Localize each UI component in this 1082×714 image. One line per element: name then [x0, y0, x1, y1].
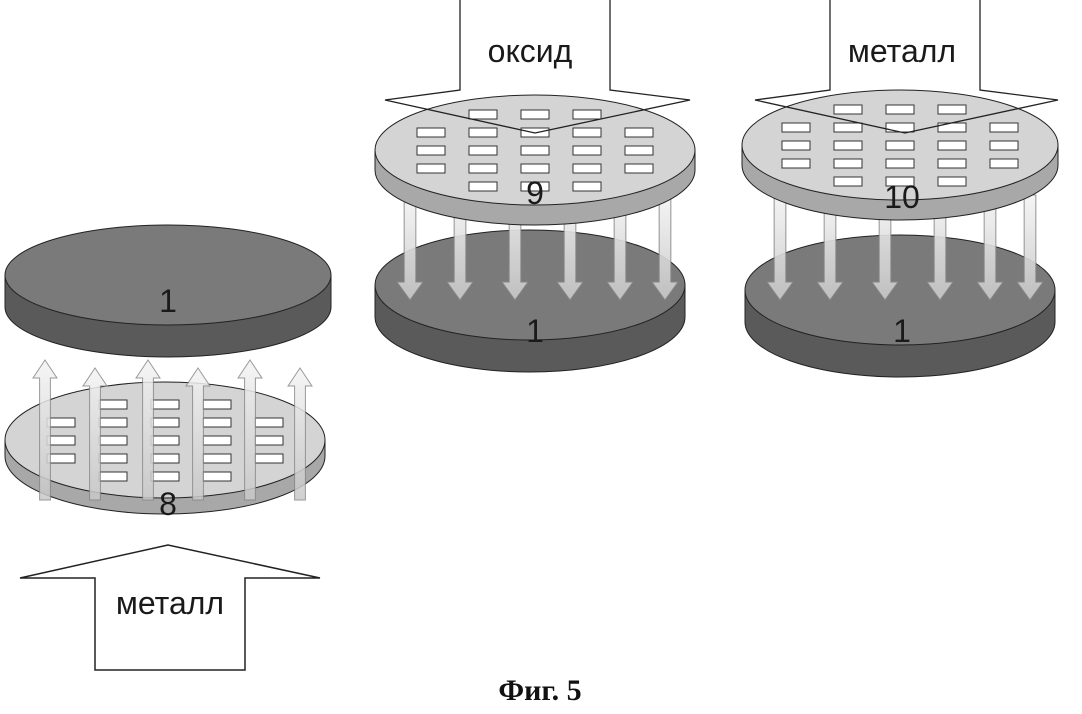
mask-9-hole	[417, 164, 445, 173]
right-mask-label: 10	[884, 179, 920, 215]
mask-8-hole	[151, 436, 179, 445]
mask-8-hole	[151, 472, 179, 481]
mask-8-hole	[47, 454, 75, 463]
mask-9-hole	[573, 182, 601, 191]
mask-10-hole	[990, 141, 1018, 150]
mask-10-hole	[886, 105, 914, 114]
left-mask-label: 8	[159, 486, 177, 522]
down-flux-arrow	[652, 195, 678, 300]
mask-8-hole	[99, 472, 127, 481]
mask-10-hole	[938, 105, 966, 114]
mask-8-hole	[99, 454, 127, 463]
right-source-label: металл	[848, 33, 956, 69]
mask-8-hole	[151, 400, 179, 409]
mask-8-hole	[99, 418, 127, 427]
middle-source-label: оксид	[488, 33, 573, 69]
mask-10-hole	[834, 123, 862, 132]
mask-9-hole	[625, 164, 653, 173]
mask-9-hole	[469, 164, 497, 173]
down-flux-arrow	[1017, 195, 1043, 300]
mask-8-hole	[99, 436, 127, 445]
mask-9-hole	[521, 110, 549, 119]
mask-10-hole	[886, 159, 914, 168]
mask-10-hole	[834, 105, 862, 114]
mask-10-hole	[990, 123, 1018, 132]
mask-9-hole	[417, 146, 445, 155]
mask-10-hole	[938, 177, 966, 186]
mask-10-hole	[834, 177, 862, 186]
mask-9-hole	[625, 128, 653, 137]
right-substrate-label: 1	[893, 313, 911, 349]
mask-9-hole	[573, 164, 601, 173]
mask-8-hole	[203, 418, 231, 427]
mask-10-hole	[938, 159, 966, 168]
mask-9-hole	[573, 128, 601, 137]
mask-10-hole	[782, 141, 810, 150]
mask-10-hole	[834, 141, 862, 150]
mask-8-hole	[255, 454, 283, 463]
mask-8-hole	[151, 454, 179, 463]
mask-8-hole	[255, 418, 283, 427]
left-source-label: металл	[116, 585, 224, 621]
mask-10-hole	[782, 159, 810, 168]
middle-mask-label: 9	[526, 175, 544, 211]
mask-9-hole	[573, 110, 601, 119]
mask-10-hole	[886, 141, 914, 150]
mask-8-hole	[203, 472, 231, 481]
mask-9-hole	[469, 128, 497, 137]
mask-10-hole	[886, 123, 914, 132]
mask-8-hole	[47, 436, 75, 445]
mask-9-hole	[469, 110, 497, 119]
mask-9-hole	[573, 146, 601, 155]
mask-10-hole	[938, 141, 966, 150]
mask-9-hole	[625, 146, 653, 155]
down-flux-arrow	[767, 195, 793, 300]
mask-9-hole	[521, 164, 549, 173]
mask-9-hole	[417, 128, 445, 137]
mask-8-hole	[255, 436, 283, 445]
mask-9-hole	[469, 182, 497, 191]
figure-caption: Фиг. 5	[498, 674, 581, 707]
mask-10-hole	[782, 123, 810, 132]
mask-9-hole	[521, 146, 549, 155]
mask-8-hole	[99, 400, 127, 409]
left-substrate-label: 1	[159, 283, 177, 319]
mask-8-hole	[203, 454, 231, 463]
mask-8-hole	[203, 436, 231, 445]
mask-10-hole	[990, 159, 1018, 168]
mask-8-hole	[47, 418, 75, 427]
mask-9-hole	[469, 146, 497, 155]
mask-8-hole	[151, 418, 179, 427]
middle-substrate-label: 1	[526, 313, 544, 349]
mask-10-hole	[834, 159, 862, 168]
mask-8-hole	[203, 400, 231, 409]
